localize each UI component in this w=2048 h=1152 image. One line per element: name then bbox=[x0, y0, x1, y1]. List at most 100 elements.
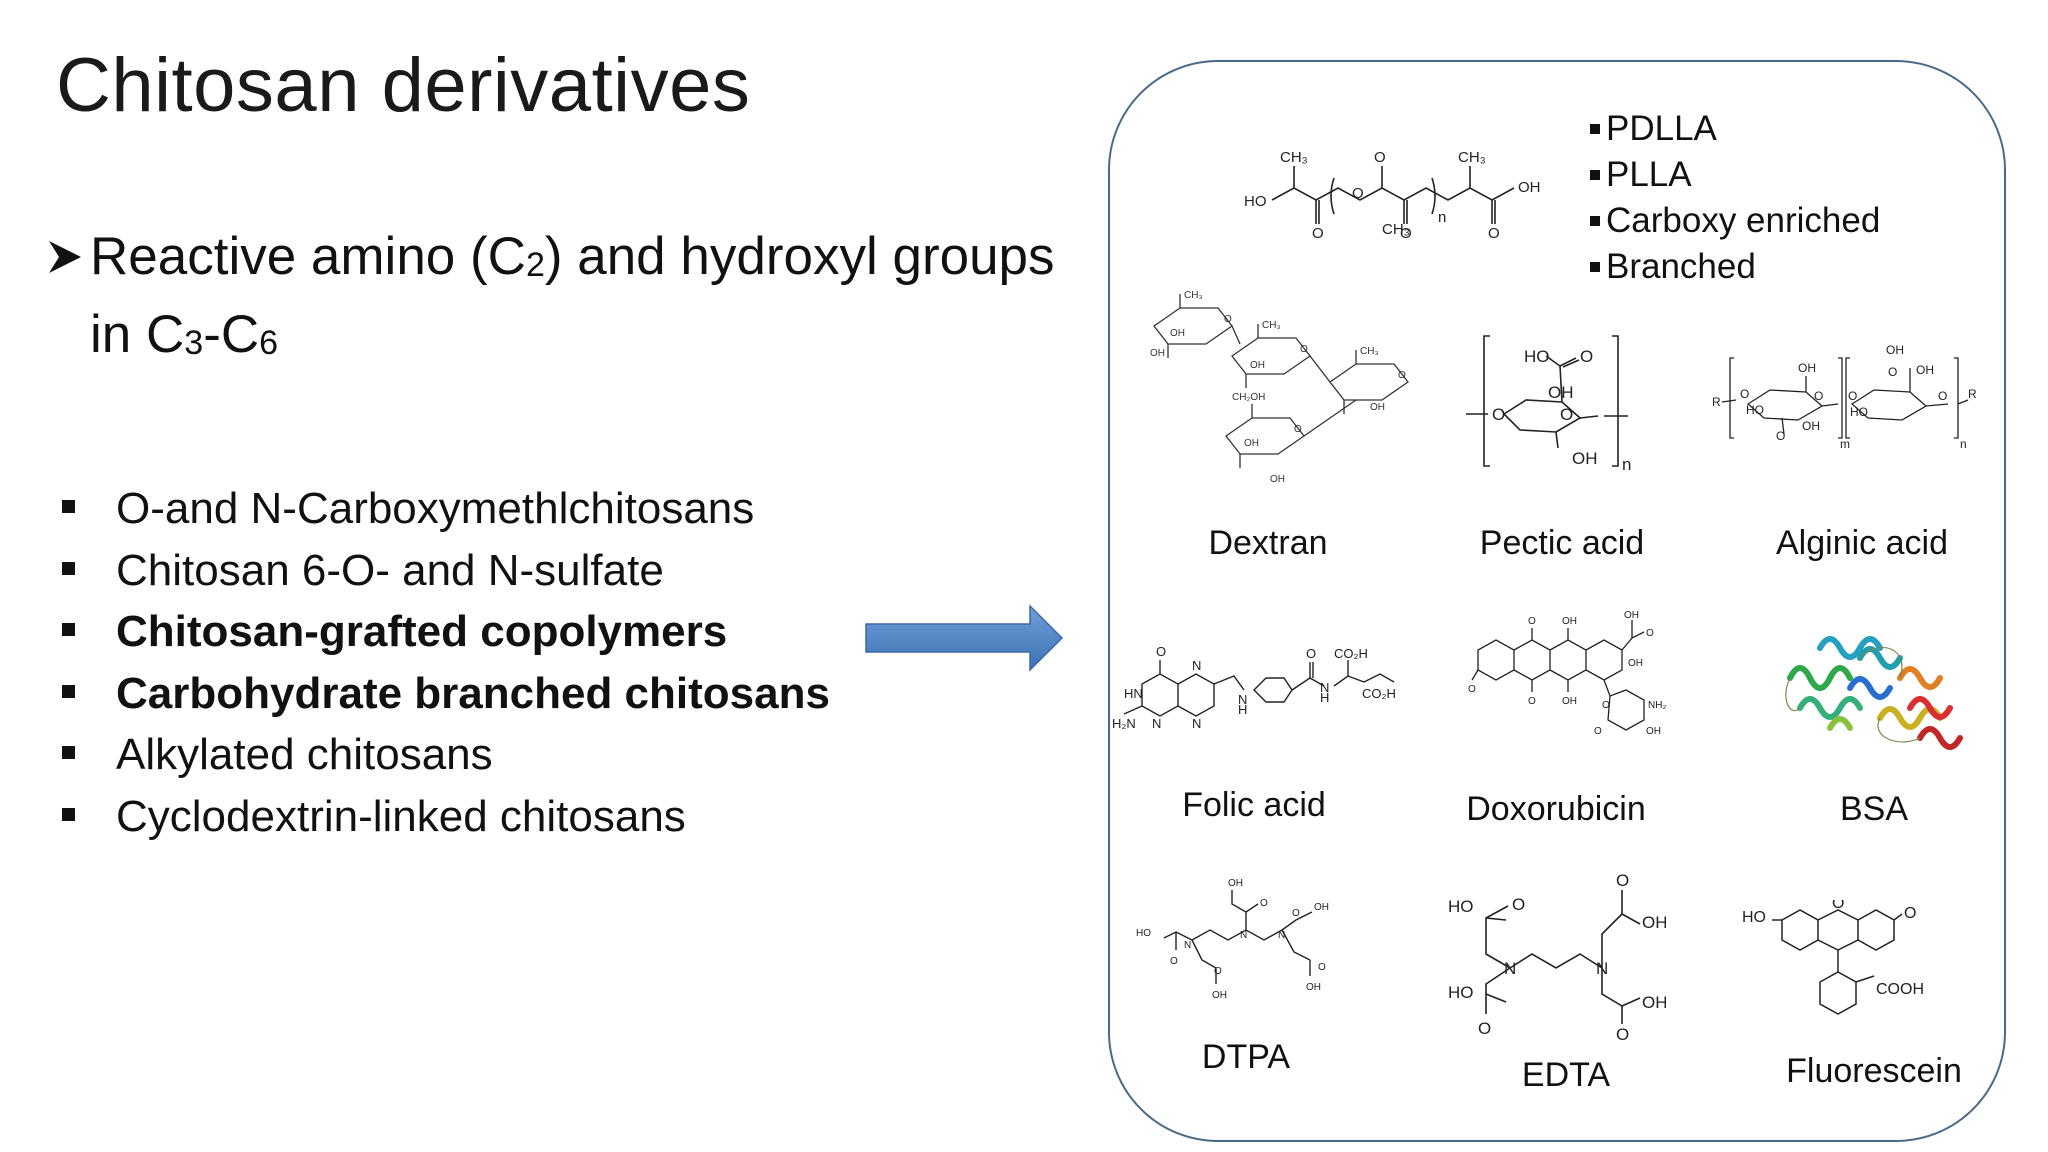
lead-point: Reactive amino (C2) and hydroxyl groups … bbox=[42, 222, 1102, 378]
svg-text:O: O bbox=[1528, 616, 1536, 627]
svg-text:O: O bbox=[1312, 225, 1324, 242]
svg-text:CO₂H: CO₂H bbox=[1334, 646, 1368, 661]
svg-text:O: O bbox=[1488, 225, 1500, 242]
pectic-acid-structure: O HO O OH O OH n bbox=[1462, 326, 1642, 476]
svg-text:OH: OH bbox=[1916, 363, 1934, 377]
svg-text:N: N bbox=[1278, 930, 1285, 941]
svg-text:OH: OH bbox=[1212, 990, 1227, 1001]
svg-text:OH: OH bbox=[1314, 902, 1329, 913]
svg-text:H: H bbox=[1320, 690, 1329, 705]
derivatives-panel bbox=[1108, 60, 2006, 1142]
svg-text:O: O bbox=[1214, 966, 1222, 977]
svg-text:OH: OH bbox=[1170, 328, 1185, 339]
svg-text:OH: OH bbox=[1624, 610, 1639, 621]
svg-text:O: O bbox=[1602, 700, 1610, 711]
svg-text:N: N bbox=[1238, 692, 1247, 707]
derivative-list: O-and N-Carboxymethlchitosans Chitosan 6… bbox=[62, 478, 830, 847]
svg-text:CH₃: CH₃ bbox=[1458, 149, 1486, 166]
doxorubicin-structure: O OH O OH O OH O OH O NH₂ OH O bbox=[1468, 610, 1678, 760]
svg-text:R: R bbox=[1968, 387, 1977, 401]
svg-text:HN: HN bbox=[1124, 686, 1143, 701]
list-item: O-and N-Carboxymethlchitosans bbox=[62, 478, 830, 540]
svg-text:N: N bbox=[1152, 716, 1161, 731]
svg-text:HO: HO bbox=[1524, 347, 1550, 366]
svg-text:O: O bbox=[1400, 225, 1412, 242]
folic-acid-structure: O HN H₂N N N N N H O N H CO₂H CO₂H bbox=[1112, 632, 1412, 742]
svg-text:HO: HO bbox=[1746, 403, 1764, 417]
svg-text:CH₃: CH₃ bbox=[1280, 149, 1308, 166]
svg-text:OH: OH bbox=[1886, 343, 1904, 357]
svg-text:N: N bbox=[1240, 930, 1247, 941]
svg-text:n: n bbox=[1438, 209, 1446, 226]
bsa-protein-image bbox=[1770, 618, 1970, 758]
svg-text:OH: OH bbox=[1802, 419, 1820, 433]
svg-text:O: O bbox=[1528, 696, 1536, 707]
svg-text:O: O bbox=[1306, 646, 1316, 661]
svg-text:CH₃: CH₃ bbox=[1382, 221, 1410, 238]
svg-text:O: O bbox=[1170, 956, 1178, 967]
list-item: Chitosan-grafted copolymers bbox=[62, 601, 830, 663]
svg-text:R: R bbox=[1712, 395, 1721, 409]
svg-text:NH₂: NH₂ bbox=[1648, 700, 1666, 711]
list-item: Cyclodextrin-linked chitosans bbox=[62, 786, 830, 848]
svg-text:OH: OH bbox=[1548, 383, 1574, 402]
svg-text:OH: OH bbox=[1562, 616, 1577, 627]
square-bullet-icon bbox=[62, 561, 75, 575]
list-item: Alkylated chitosans bbox=[62, 724, 830, 786]
caption-dextran: Dextran bbox=[1208, 524, 1328, 562]
svg-text:O: O bbox=[1814, 389, 1823, 403]
svg-text:COOH: COOH bbox=[1876, 981, 1924, 998]
arrow-bullet-icon bbox=[49, 241, 81, 273]
svg-text:CO₂H: CO₂H bbox=[1362, 686, 1396, 701]
square-bullet-icon bbox=[62, 500, 75, 513]
svg-text:CH₃: CH₃ bbox=[1360, 346, 1379, 357]
svg-text:O: O bbox=[1512, 895, 1525, 914]
svg-text:HO: HO bbox=[1448, 897, 1474, 916]
svg-text:O: O bbox=[1478, 1019, 1491, 1038]
svg-text:O: O bbox=[1616, 1025, 1629, 1044]
svg-text:CH₃: CH₃ bbox=[1184, 290, 1203, 301]
svg-text:O: O bbox=[1224, 314, 1232, 325]
slide-title: Chitosan derivatives bbox=[56, 43, 751, 128]
svg-text:N: N bbox=[1184, 940, 1191, 951]
svg-text:O: O bbox=[1156, 644, 1166, 659]
svg-text:O: O bbox=[1398, 370, 1406, 381]
svg-text:HO: HO bbox=[1448, 983, 1474, 1002]
svg-text:O: O bbox=[1294, 424, 1302, 435]
svg-text:O: O bbox=[1888, 365, 1897, 379]
svg-text:OH: OH bbox=[1370, 402, 1385, 413]
caption-dtpa: DTPA bbox=[1201, 1038, 1291, 1076]
caption-doxorubicin: Doxorubicin bbox=[1466, 790, 1646, 828]
svg-text:OH: OH bbox=[1628, 658, 1643, 669]
caption-bsa: BSA bbox=[1839, 790, 1909, 828]
svg-text:n: n bbox=[1960, 437, 1967, 451]
svg-text:OH: OH bbox=[1798, 361, 1816, 375]
list-item: Branched bbox=[1588, 244, 1880, 290]
svg-text:O: O bbox=[1848, 389, 1857, 403]
list-item: Carboxy enriched bbox=[1588, 198, 1880, 244]
svg-text:O: O bbox=[1492, 405, 1505, 424]
list-item: Carbohydrate branched chitosans bbox=[62, 663, 830, 725]
svg-text:m: m bbox=[1840, 437, 1850, 451]
square-bullet-icon bbox=[62, 746, 75, 759]
svg-text:CH₂OH: CH₂OH bbox=[1232, 392, 1265, 403]
caption-fluorescein: Fluorescein bbox=[1786, 1052, 1962, 1090]
svg-text:O: O bbox=[1260, 898, 1268, 909]
caption-edta: EDTA bbox=[1521, 1056, 1611, 1094]
svg-text:O: O bbox=[1468, 684, 1476, 695]
svg-text:O: O bbox=[1646, 628, 1654, 639]
svg-text:OH: OH bbox=[1244, 438, 1259, 449]
svg-text:OH: OH bbox=[1228, 878, 1243, 889]
list-item: PLLA bbox=[1588, 152, 1880, 198]
svg-text:O: O bbox=[1560, 405, 1573, 424]
alginic-acid-structure: R O HO OH O OH O m O HO OH O OH O n R bbox=[1710, 342, 1980, 452]
svg-text:O: O bbox=[1374, 149, 1386, 166]
svg-text:N: N bbox=[1192, 658, 1201, 673]
lead-text: Reactive amino (C2) and hydroxyl groups … bbox=[90, 227, 1055, 364]
dextran-structure: CH₃ O OH OH CH₃ O OH CH₃ O OH CH₂OH O OH… bbox=[1140, 286, 1430, 506]
svg-text:O: O bbox=[1904, 905, 1916, 922]
svg-text:OH: OH bbox=[1642, 993, 1666, 1012]
pla-structure: HO CH₃ O O O CH₃ O n CH₃ O OH bbox=[1236, 138, 1556, 248]
polymer-list: PDLLA PLLA Carboxy enriched Branched bbox=[1588, 106, 1880, 290]
svg-text:OH: OH bbox=[1150, 348, 1165, 359]
